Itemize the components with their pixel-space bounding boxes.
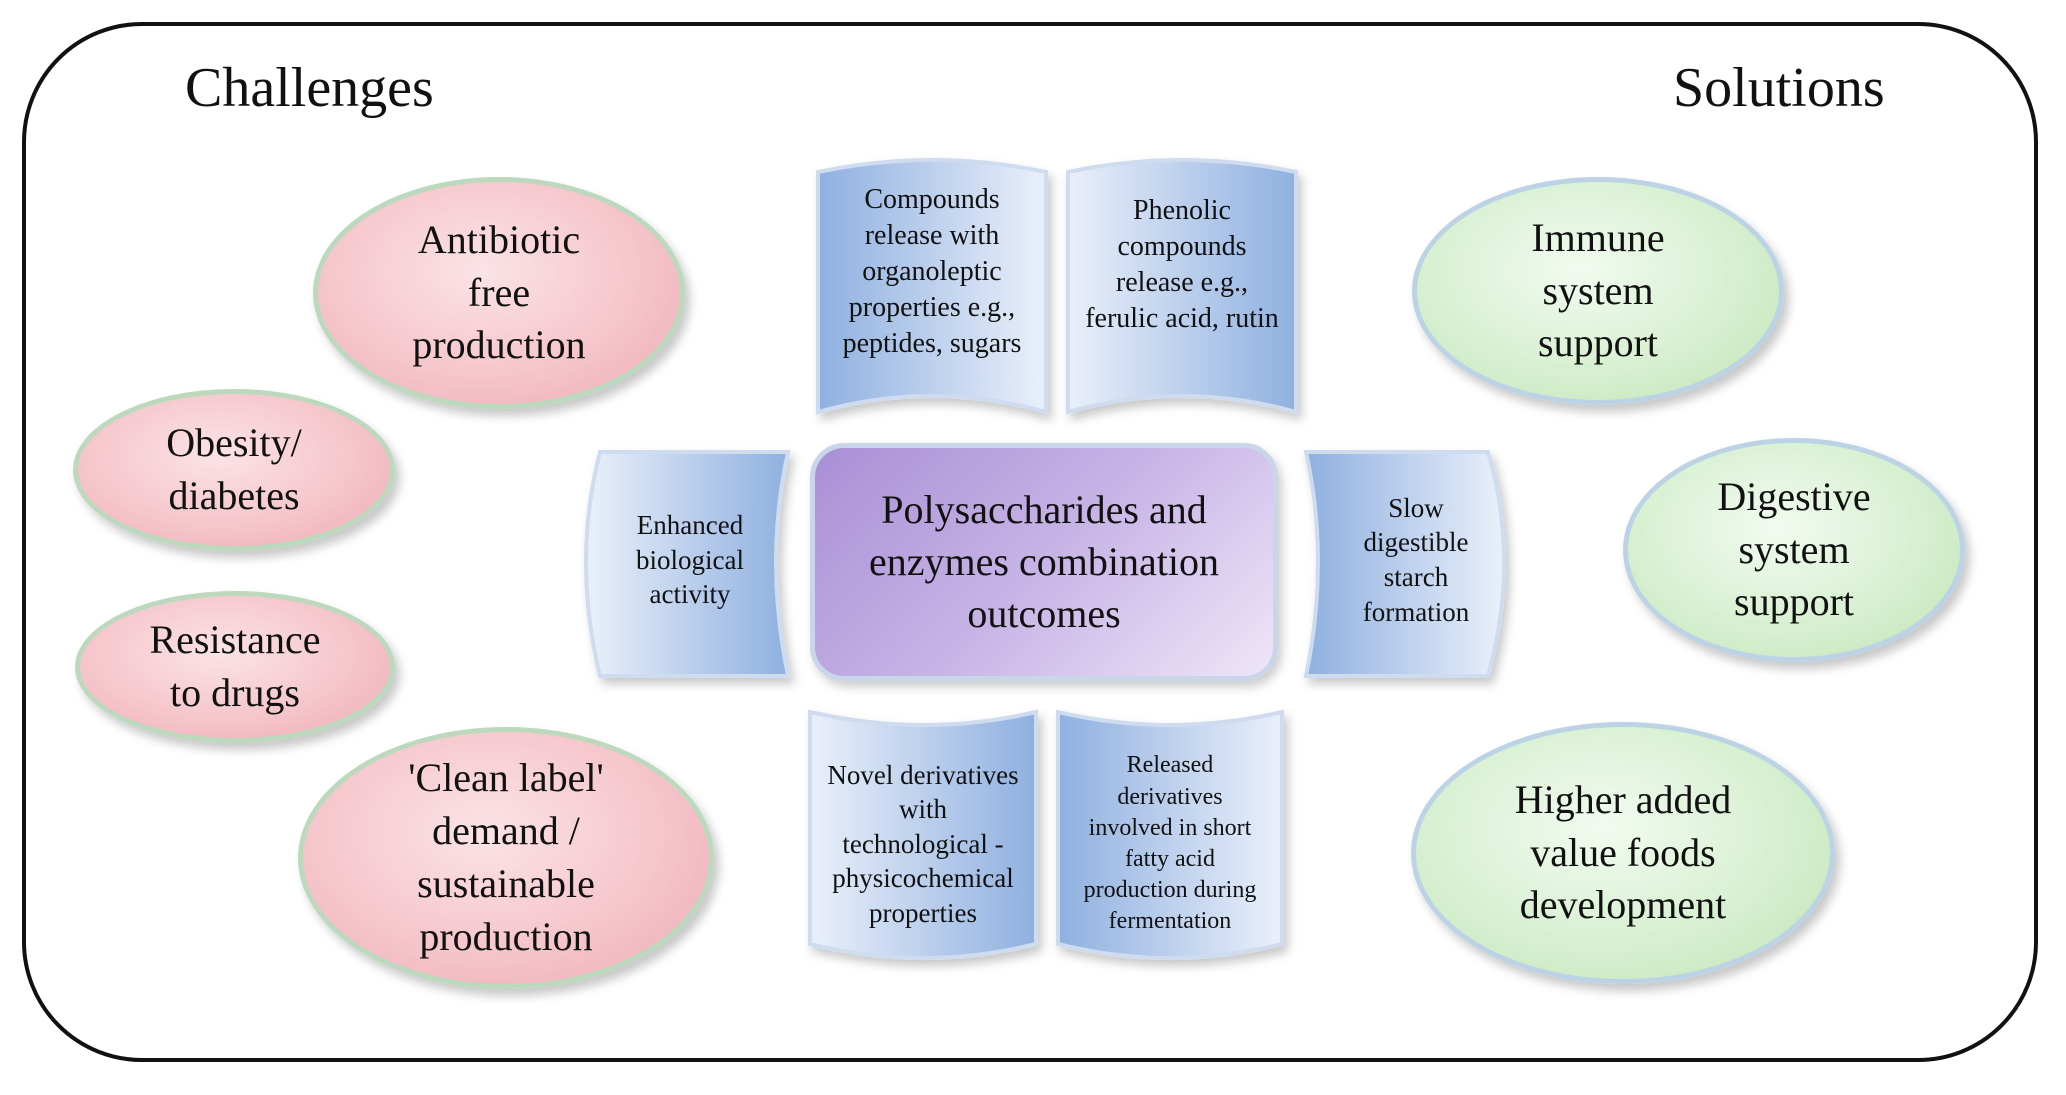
solution-label: Higher added value foods development [1514, 776, 1732, 928]
outcome-label: Compounds release with organoleptic prop… [842, 184, 1022, 359]
challenge-label: Antibiotic free production [412, 216, 586, 368]
center-outcomes-box: Polysaccharides and enzymes combination … [810, 443, 1278, 681]
outcome-label: Enhanced biological activity [636, 510, 744, 610]
outcome-left: Enhanced biological activity [590, 470, 790, 650]
outcome-right: Slow digestible starch formation [1318, 470, 1514, 650]
solution-immune-support: Immune system support [1412, 177, 1784, 405]
challenge-clean-label: 'Clean label' demand / sustainable produ… [298, 727, 714, 989]
outcome-bottom-right: Released derivatives involved in short f… [1058, 744, 1282, 944]
center-label: Polysaccharides and enzymes combination … [869, 487, 1219, 636]
outcome-label: Released derivatives involved in short f… [1083, 752, 1257, 935]
outcome-shape-bottom-right [1056, 709, 1284, 960]
challenge-label: Obesity/ diabetes [166, 420, 302, 518]
outcome-shape-top-right [1066, 158, 1298, 415]
challenge-label: 'Clean label' demand / sustainable produ… [408, 755, 604, 959]
challenge-antibiotic-free: Antibiotic free production [313, 177, 685, 409]
solution-digestive-support: Digestive system support [1623, 438, 1965, 662]
outcome-bottom-left: Novel derivatives with technological - p… [810, 744, 1036, 944]
diagram-frame [22, 22, 2038, 1062]
outcome-shape-right [1303, 450, 1506, 678]
outcome-shape-bottom-left [808, 709, 1038, 960]
challenge-drug-resistance: Resistance to drugs [75, 591, 395, 743]
outcome-shape-left [584, 450, 791, 678]
outcome-label: Novel derivatives with technological - p… [827, 759, 1019, 928]
challenge-label: Resistance to drugs [149, 617, 321, 715]
outcome-label: Phenolic compounds release e.g., ferulic… [1085, 195, 1279, 334]
challenge-obesity-diabetes: Obesity/ diabetes [73, 389, 395, 551]
outcome-shape-top-left [816, 158, 1048, 415]
outcome-top-right: Phenolic compounds release e.g., ferulic… [1068, 190, 1296, 340]
solution-label: Immune system support [1531, 214, 1665, 366]
outcome-label: Slow digestible starch formation [1362, 492, 1470, 627]
solutions-heading: Solutions [1673, 57, 1885, 119]
solution-higher-value-foods: Higher added value foods development [1411, 722, 1835, 984]
challenges-heading: Challenges [185, 57, 434, 119]
solution-label: Digestive system support [1717, 473, 1871, 625]
outcome-top-left: Compounds release with organoleptic prop… [818, 172, 1046, 372]
